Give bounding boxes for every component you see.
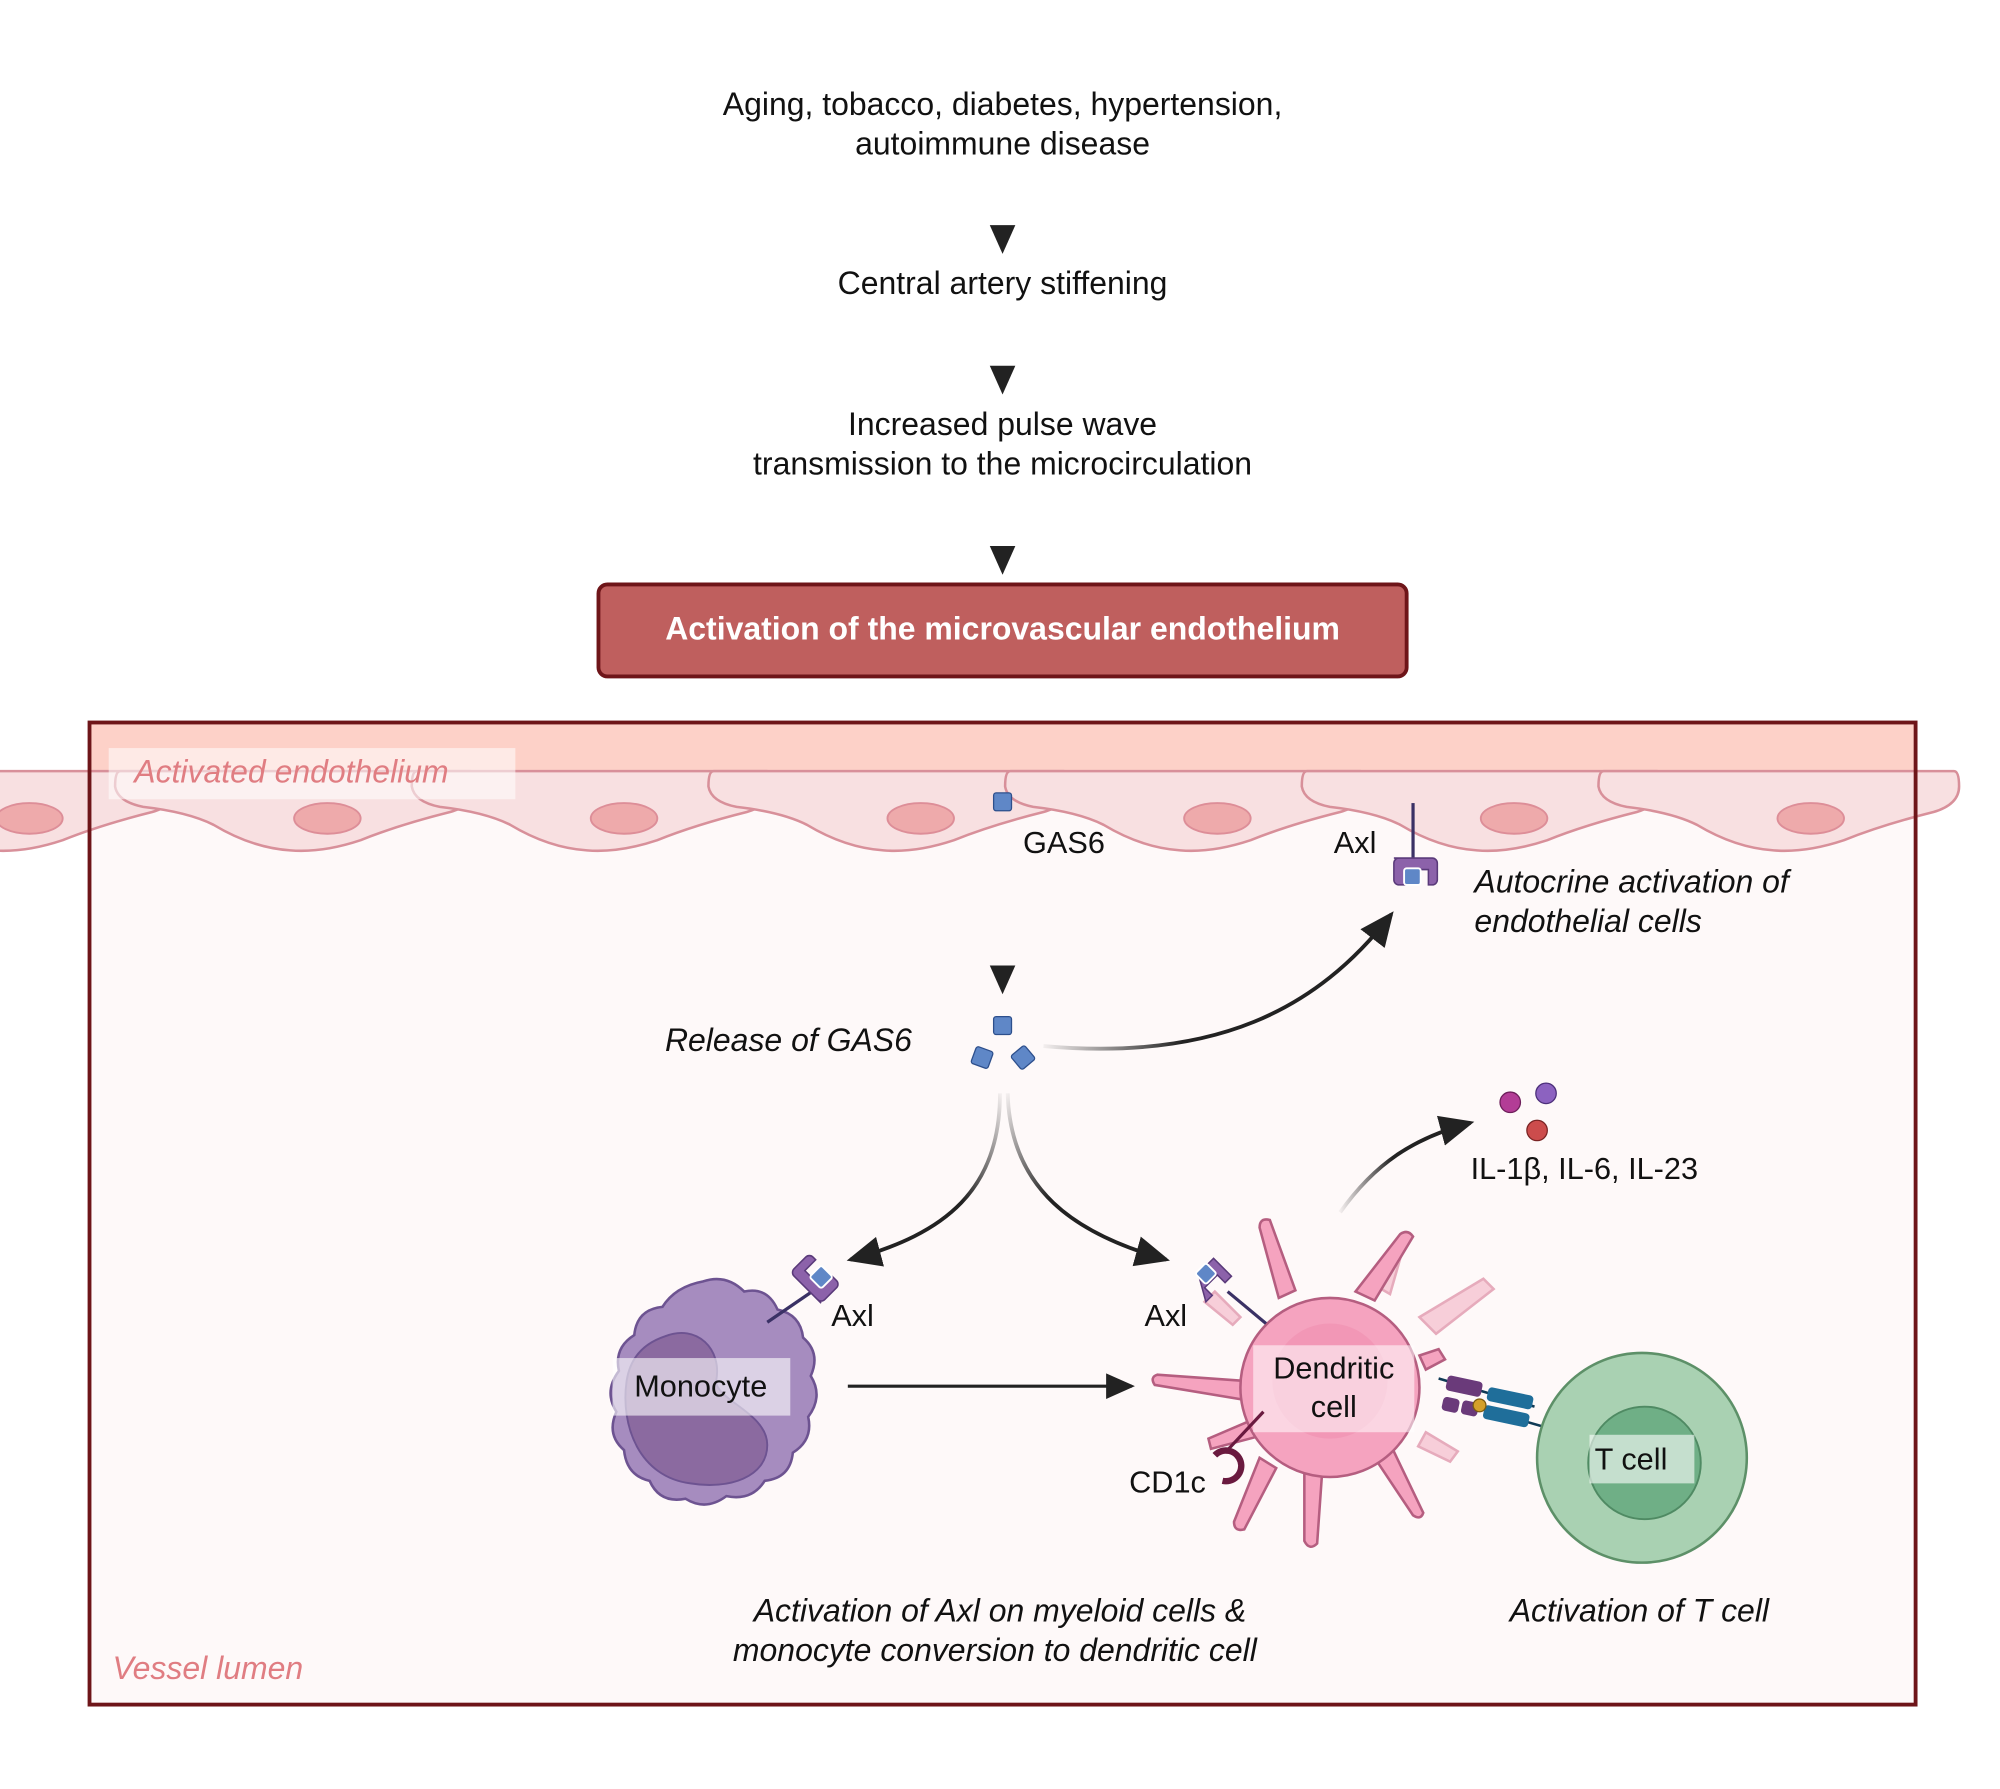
endothelium-activation-text: Activation of the microvascular endothel… (665, 610, 1340, 646)
gas6-label: GAS6 (1023, 825, 1105, 860)
released-gas6-icon (970, 1015, 1036, 1070)
gas6-molecule-icon (992, 792, 1013, 812)
tcell-label: T cell (1595, 1441, 1668, 1476)
tcell-label-bg (1589, 1434, 1695, 1484)
axl-receptor-dendritic-icon (1195, 1257, 1268, 1325)
endothelial-nucleus (1183, 802, 1252, 835)
monocyte-label-bg (612, 1358, 791, 1416)
dendritic-label-line2: cell (1311, 1389, 1357, 1424)
monocyte-label: Monocyte (634, 1368, 767, 1403)
cd1c-receptor-icon (1212, 1410, 1265, 1485)
caption-tcell: Activation of T cell (1508, 1592, 1770, 1628)
axl-endothelial-label: Axl (1334, 825, 1377, 860)
il23-molecule-icon (1526, 1119, 1548, 1142)
cytokine-release-arrow (1338, 1115, 1475, 1214)
artery-stiffening-text: Central artery stiffening (838, 265, 1168, 301)
endothelial-nucleus (0, 802, 64, 835)
endothelial-cell (1597, 769, 1961, 853)
lumen-label: Vessel lumen (113, 1650, 304, 1686)
vessel-panel: Activated endothelium GAS6 Axl Autocrine… (0, 720, 1961, 1707)
endothelium-activation-box (596, 582, 1409, 679)
endothelial-nucleus (886, 802, 955, 835)
pulse-wave-line2: transmission to the microcirculation (753, 445, 1252, 481)
endothelial-nucleus (293, 802, 362, 835)
endothelium-label-bg (108, 748, 516, 800)
endothelium-label: Activated endothelium (132, 754, 448, 790)
axl-receptor-endothelial-icon (1393, 803, 1439, 886)
il6-molecule-icon (1535, 1082, 1557, 1105)
gas6-to-monocyte-arrow (846, 1093, 1002, 1267)
axl-monocyte-label: Axl (831, 1298, 874, 1333)
gas6-to-dendritic-arrow (1005, 1093, 1170, 1267)
cytokines-label: IL-1β, IL-6, IL-23 (1471, 1151, 1698, 1186)
flow-section: Aging, tobacco, diabetes, hypertension, … (596, 86, 1409, 679)
mhc-tcr-synapse-icon (1438, 1375, 1555, 1431)
dendritic-label-bg (1253, 1345, 1415, 1433)
axl-dendritic-label: Axl (1145, 1298, 1188, 1333)
cd1c-label: CD1c (1129, 1464, 1206, 1499)
pulse-wave-line1: Increased pulse wave (848, 406, 1157, 442)
caption-myeloid-line1: Activation of Axl on myeloid cells & (752, 1592, 1247, 1628)
endothelial-nucleus (589, 802, 659, 835)
il1b-molecule-icon (1499, 1091, 1522, 1114)
endothelial-nucleus (1776, 802, 1845, 835)
risk-factors-line2: autoimmune disease (855, 126, 1150, 162)
axl-receptor-monocyte-icon (766, 1254, 839, 1324)
autocrine-arrow (1043, 911, 1394, 1051)
caption-myeloid-line2: monocyte conversion to dendritic cell (733, 1632, 1258, 1668)
endothelial-nucleus (1479, 802, 1549, 835)
risk-factors-line1: Aging, tobacco, diabetes, hypertension, (723, 86, 1283, 122)
vessel-frame (87, 720, 1918, 1707)
autocrine-line1: Autocrine activation of (1472, 864, 1792, 900)
autocrine-line2: endothelial cells (1474, 903, 1701, 939)
release-gas6-label: Release of GAS6 (665, 1022, 912, 1058)
dendritic-label-line1: Dendritic (1273, 1351, 1394, 1386)
